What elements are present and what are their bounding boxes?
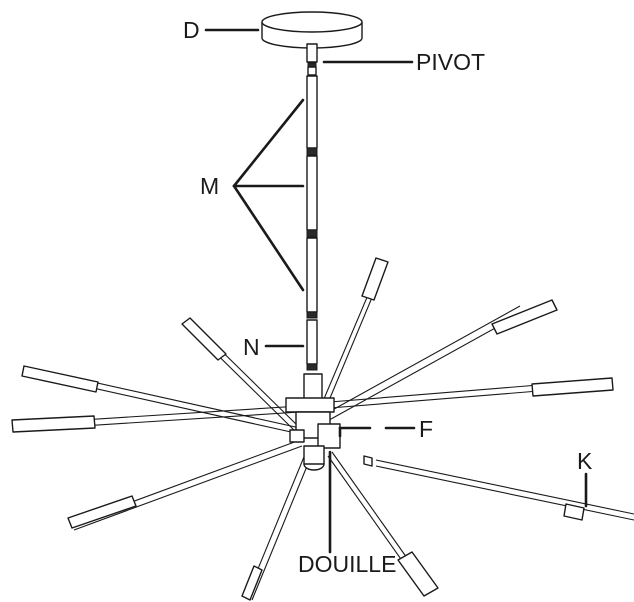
canopy [261, 11, 363, 49]
label-douille: DOUILLE [298, 551, 396, 577]
central-hub [285, 373, 341, 471]
leader-m-bottom [232, 184, 305, 292]
label-f: F [419, 416, 433, 442]
pivot-joint [306, 43, 318, 76]
label-d: D [183, 17, 200, 43]
lamp-arms [11, 257, 634, 601]
label-n: N [243, 334, 260, 360]
label-m: M [200, 173, 219, 199]
extension-rods [306, 75, 318, 319]
short-rod [306, 319, 318, 371]
label-k: K [577, 448, 593, 474]
leader-m-top [232, 98, 305, 188]
leader-lines [204, 28, 588, 554]
leader-f-short [338, 426, 372, 438]
label-pivot: PIVOT [416, 49, 485, 75]
